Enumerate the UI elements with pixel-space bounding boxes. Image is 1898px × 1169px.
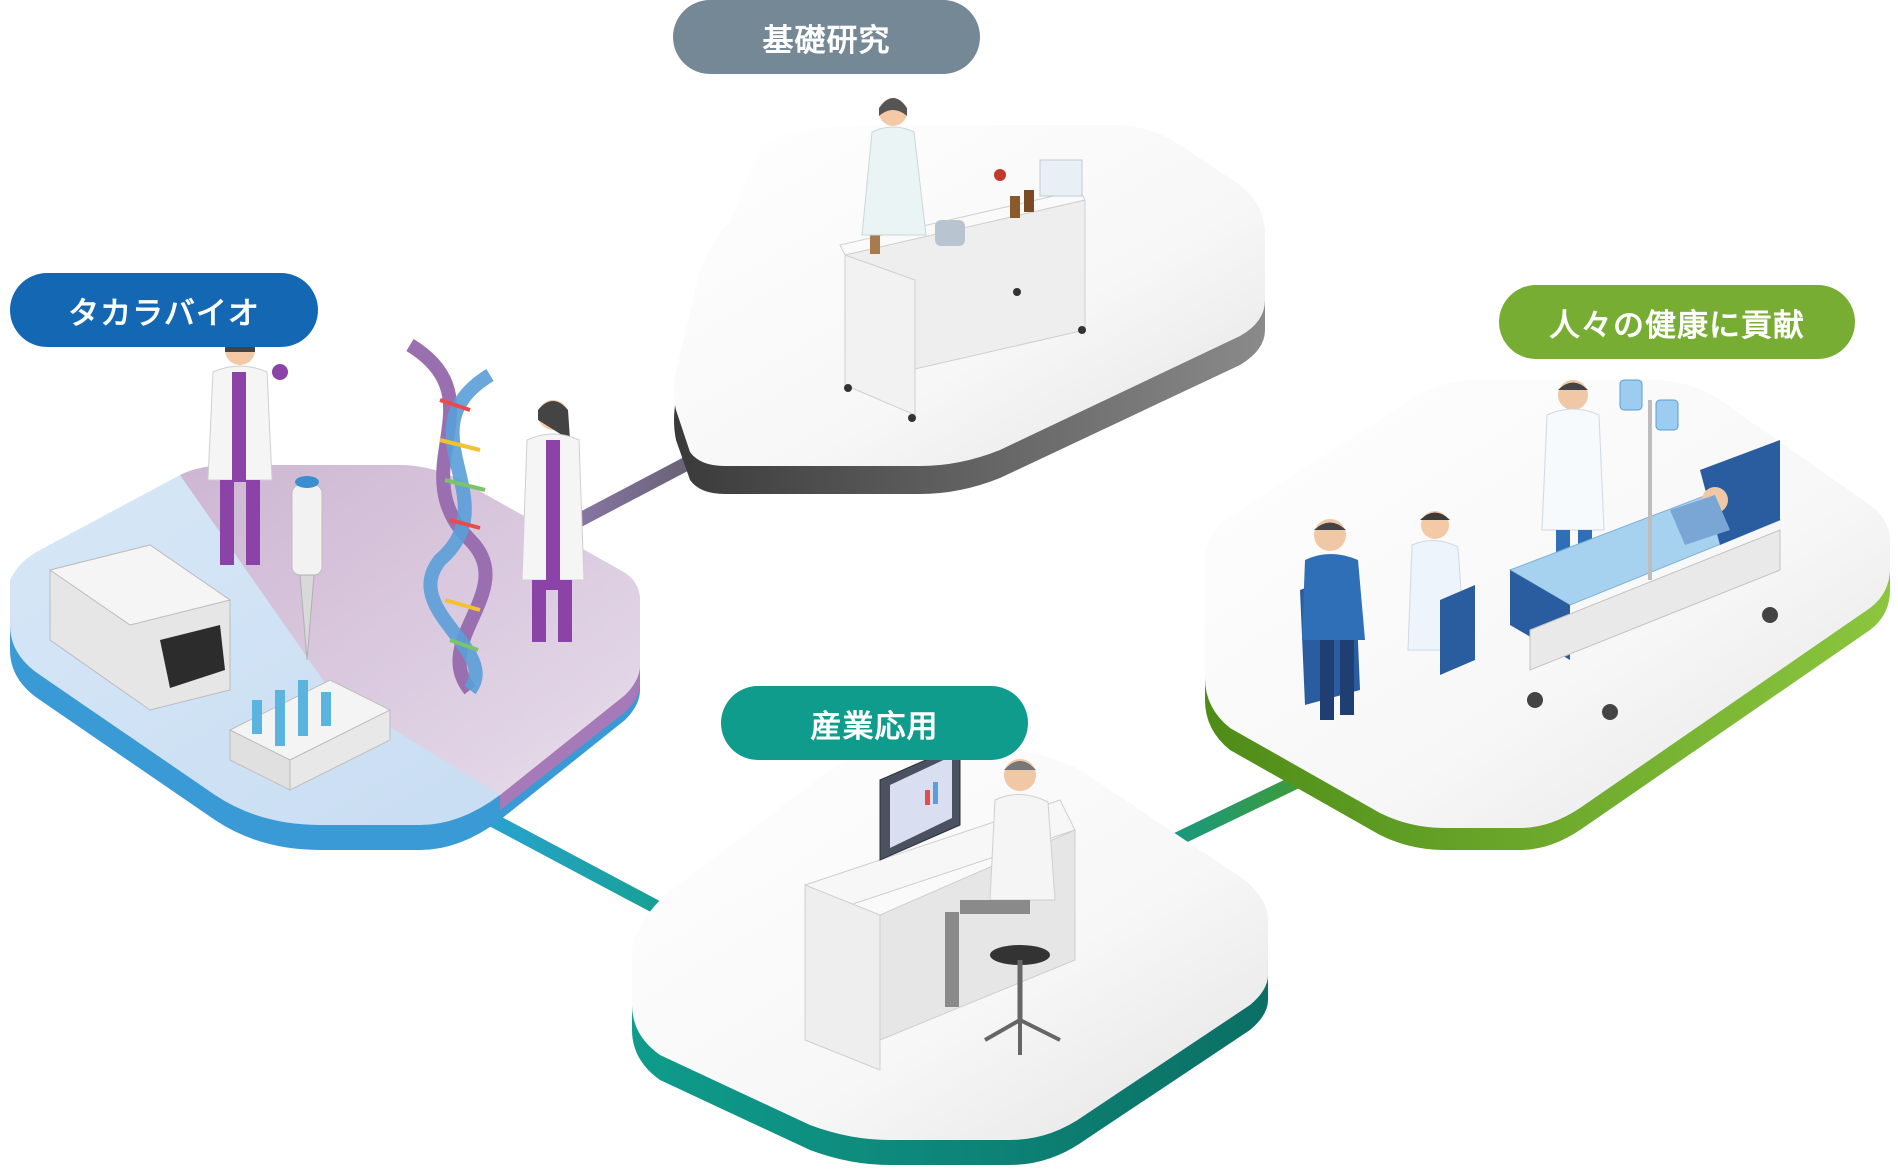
- dna-helix-icon: [406, 339, 494, 695]
- thermal-cycler-icon: [48, 544, 232, 711]
- researcher-woman-icon: [861, 98, 927, 236]
- link-takara-industry: [463, 801, 697, 932]
- basic-research-label: 基礎研究: [673, 0, 980, 74]
- takara-bio-label: タカラバイオ: [10, 273, 318, 347]
- computer-workstation-icon: [804, 744, 1076, 1071]
- industrial-application-label: 産業応用: [721, 686, 1028, 760]
- health-contribution-label: 人々の健康に貢献: [1499, 285, 1855, 359]
- test-tube-rack-icon: [228, 679, 392, 791]
- lab-bench-icon: [839, 159, 1086, 422]
- pipette-icon: [291, 476, 323, 661]
- scientist-woman-icon: [521, 400, 585, 642]
- vaccination-icon: [1300, 511, 1475, 720]
- hospital-bed-icon: [1508, 379, 1782, 720]
